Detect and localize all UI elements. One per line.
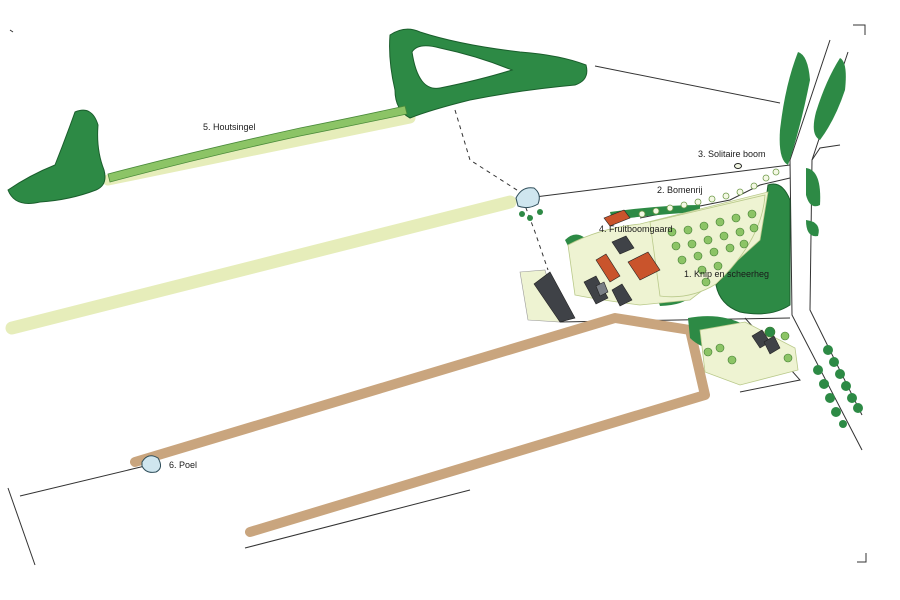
- west-edge-line: [7, 487, 36, 566]
- east-hedge-north-2: [813, 58, 846, 140]
- sand-path-loop: [130, 313, 710, 537]
- north-boundary-line: [594, 65, 781, 104]
- pond-north: [515, 187, 540, 209]
- bomenrij-trees: [638, 168, 780, 218]
- hedge-farm-west: [565, 234, 585, 246]
- east-yard-area: [699, 321, 799, 386]
- east-hedge-mid: [806, 168, 821, 207]
- south-boundary-line: [244, 489, 471, 549]
- grass-strip-diagonal: [5, 195, 517, 335]
- houtsingel-trees: [107, 105, 408, 183]
- woodland-west: [7, 109, 106, 204]
- label-knip-en-scheerheg: 1. Knip en scheerheg: [684, 269, 770, 279]
- house-orange-3: [603, 209, 631, 227]
- southwest-boundary-line: [19, 465, 146, 497]
- farm-buildings: [533, 209, 781, 355]
- barn-middle: [583, 275, 609, 305]
- ponds: [141, 187, 540, 473]
- shed-dark: [611, 235, 635, 255]
- woodland-triangle: [389, 28, 588, 119]
- house-orange-2: [627, 251, 661, 281]
- road-branch-north: [811, 144, 841, 161]
- footpath: [454, 109, 549, 271]
- fruitboomgaard-trees: [667, 209, 759, 287]
- pond-trees: [519, 209, 543, 221]
- corner-mark-tr: [853, 24, 866, 35]
- roadside-trees: [813, 345, 863, 428]
- label-bomenrij: 2. Bomenrij: [657, 185, 703, 195]
- barn-large: [533, 271, 576, 323]
- label-poel: 6. Poel: [169, 460, 198, 470]
- east-hedge-north: [779, 52, 810, 165]
- barn-small: [611, 283, 633, 307]
- poel: [141, 455, 162, 473]
- sand-path: [130, 313, 710, 537]
- house-orange-1: [595, 253, 621, 283]
- label-fruitboomgaard: 4. Fruitboomgaard: [599, 224, 673, 234]
- shed-grey: [595, 281, 609, 297]
- corner-mark-br: [857, 553, 867, 563]
- east-building-2: [763, 335, 781, 355]
- east-yard-trees: [703, 326, 793, 365]
- corner-mark-tl: [9, 29, 14, 33]
- middle-boundary-line: [534, 164, 791, 198]
- solitaire-boom: [734, 163, 742, 169]
- east-hedge-mid-2: [806, 220, 819, 237]
- label-houtsingel: 5. Houtsingel: [203, 122, 256, 132]
- label-solitaire-boom: 3. Solitaire boom: [698, 149, 766, 159]
